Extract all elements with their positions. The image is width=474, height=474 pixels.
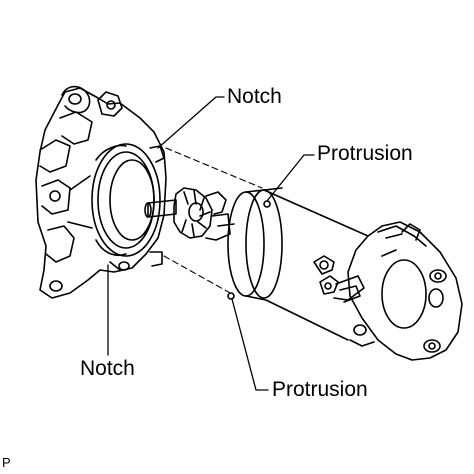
alignment-lines — [163, 147, 263, 295]
leader-protrusion-top — [266, 154, 315, 202]
protrusion-label-bottom: Protrusion — [272, 378, 368, 401]
notch-label-top: Notch — [227, 85, 282, 108]
notch-label-bottom: Notch — [80, 357, 135, 380]
housing — [35, 85, 167, 299]
protrusion-label-top: Protrusion — [317, 142, 413, 165]
leader-notch-top — [157, 96, 225, 149]
figure-code: P — [2, 455, 11, 470]
motor-body — [227, 187, 463, 361]
pinion-gear — [144, 187, 235, 241]
leader-lines — [107, 96, 315, 391]
leader-protrusion-bottom — [231, 298, 269, 391]
